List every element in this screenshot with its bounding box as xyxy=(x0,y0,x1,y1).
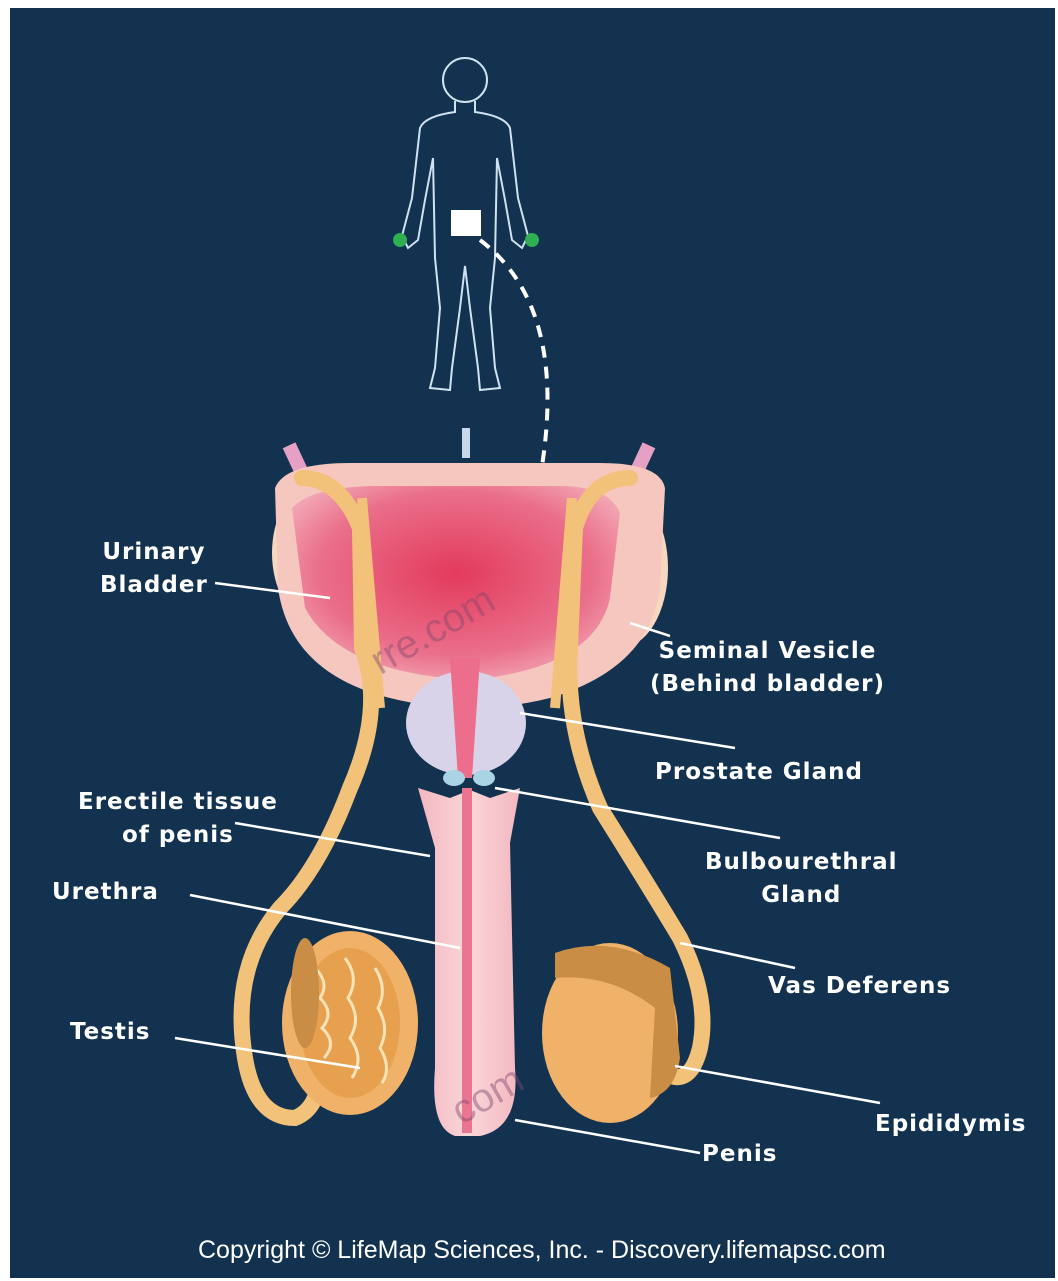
epididymis-left xyxy=(291,938,319,1048)
copyright-text: Copyright © LifeMap Sciences, Inc. - Dis… xyxy=(198,1236,886,1265)
label-urinary-bladder: Urinary Bladder xyxy=(100,536,208,602)
label-urethra: Urethra xyxy=(52,876,159,909)
label-bulbourethral-gland: Bulbourethral Gland xyxy=(705,846,898,912)
label-seminal-vesicle: Seminal Vesicle (Behind bladder) xyxy=(650,635,885,701)
label-vas-deferens: Vas Deferens xyxy=(768,970,951,1003)
anatomy-drawing xyxy=(10,8,1055,1278)
highlight-box xyxy=(451,210,481,236)
bulbourethral-gland-left xyxy=(443,770,465,786)
left-hand-marker xyxy=(393,233,407,247)
label-epididymis: Epididymis xyxy=(875,1108,1026,1141)
bulbourethral-gland-right xyxy=(473,770,495,786)
right-hand-marker xyxy=(525,233,539,247)
label-erectile-tissue: Erectile tissue of penis xyxy=(78,786,278,852)
label-penis: Penis xyxy=(702,1138,777,1171)
dashed-pointer-line xyxy=(480,240,548,478)
anatomy-diagram: rre.com com Urinary Bladder Seminal Vesi… xyxy=(10,8,1055,1278)
label-testis: Testis xyxy=(70,1016,151,1049)
label-prostate-gland: Prostate Gland xyxy=(655,756,863,789)
urachus xyxy=(462,428,470,458)
